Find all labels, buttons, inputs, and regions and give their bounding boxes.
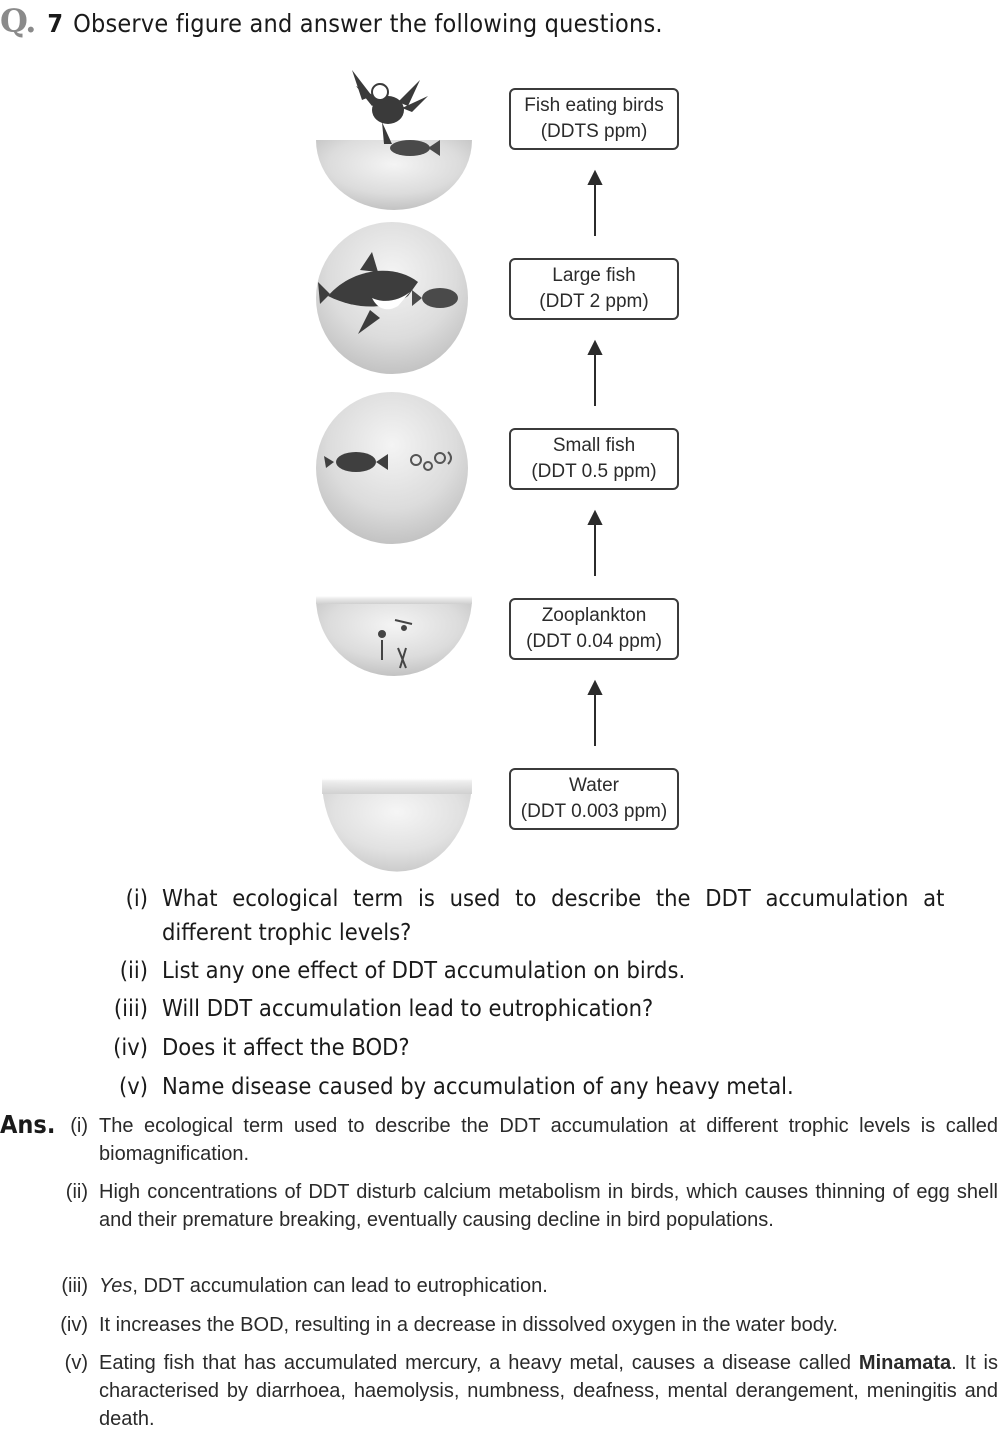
zooplankton-bowl bbox=[316, 596, 472, 676]
sub-question-text: What ecological term is used to describe… bbox=[162, 884, 998, 912]
answer-text: Eating fish that has accumulated mercury… bbox=[99, 1349, 998, 1433]
food-chain-illustration bbox=[316, 70, 603, 872]
answer-number: (i) bbox=[70, 1115, 88, 1137]
sub-question-number: (ii) bbox=[119, 956, 148, 984]
sub-question-number: (iii) bbox=[113, 994, 148, 1022]
sub-question-line: What ecological term is used to describe… bbox=[162, 884, 945, 912]
answer-text: The ecological term used to describe the… bbox=[99, 1115, 998, 1165]
answer-text: Yes, DDT accumulation can lead to eutrop… bbox=[99, 1272, 998, 1300]
bird-bowl bbox=[316, 70, 472, 210]
shark-icon bbox=[318, 252, 418, 334]
zooplankton-icon bbox=[378, 619, 413, 669]
zooplankton-cluster-icon bbox=[410, 451, 452, 471]
question-heading: Q. 7 Observe figure and answer the follo… bbox=[0, 2, 663, 42]
arrow-small-fish-to-large-fish bbox=[587, 339, 603, 406]
level-box-large-fish: Large fish (DDT 2 ppm) bbox=[509, 258, 679, 320]
answer-text-part-a: Eating fish that has accumulated mercury… bbox=[99, 1352, 859, 1374]
sub-question-text: List any one effect of DDT accumulation … bbox=[162, 956, 686, 984]
sub-question-text: Name disease caused by accumulation of a… bbox=[162, 1072, 794, 1100]
answer-label: Ans. bbox=[0, 1110, 56, 1139]
level-value: (DDT 0.5 ppm) bbox=[531, 461, 657, 482]
question-mark: Q. bbox=[0, 2, 36, 40]
sub-question-text: Does it affect the BOD? bbox=[162, 1033, 410, 1061]
small-prey-fish-icon bbox=[412, 288, 458, 308]
eagle-icon bbox=[352, 70, 428, 144]
question-number: 7 bbox=[47, 9, 64, 38]
disease-name: Minamata bbox=[858, 1352, 952, 1374]
answer-text: It increases the BOD, resulting in a dec… bbox=[99, 1314, 838, 1336]
level-name: Fish eating birds bbox=[524, 95, 664, 116]
food-chain-figure: Fish eating birds (DDTS ppm) Large fish … bbox=[316, 70, 679, 872]
level-box-zooplankton: Zooplankton (DDT 0.04 ppm) bbox=[509, 598, 679, 660]
level-box-water: Water (DDT 0.003 ppm) bbox=[509, 768, 679, 830]
level-name: Water bbox=[569, 775, 619, 796]
arrow-zooplankton-to-small-fish bbox=[587, 509, 603, 576]
answer-number: (iii) bbox=[61, 1275, 88, 1297]
level-name: Zooplankton bbox=[541, 605, 647, 626]
answer-text-part-b: . It is characterised by diarrhoea, haem… bbox=[99, 1352, 998, 1430]
answer-number: (ii) bbox=[65, 1181, 88, 1203]
water-bowl bbox=[322, 778, 472, 872]
level-name: Large fish bbox=[552, 265, 636, 286]
question-instruction: Observe figure and answer the following … bbox=[73, 9, 663, 38]
answer-number: (v) bbox=[64, 1352, 88, 1374]
level-box-birds: Fish eating birds (DDTS ppm) bbox=[509, 88, 679, 150]
small-fish-bowl bbox=[316, 392, 468, 544]
small-fish-icon bbox=[324, 452, 388, 472]
level-value: (DDT 0.003 ppm) bbox=[520, 801, 668, 822]
answer-lead-word: Yes bbox=[99, 1275, 133, 1297]
answer-text: High concentrations of DDT disturb calci… bbox=[99, 1181, 998, 1231]
sub-question-number: (iv) bbox=[113, 1033, 148, 1061]
level-value: (DDT 2 ppm) bbox=[539, 291, 649, 312]
sub-question-number: (i) bbox=[125, 884, 148, 912]
large-fish-bowl bbox=[316, 222, 468, 374]
caught-fish-icon bbox=[390, 140, 440, 156]
level-name: Small fish bbox=[552, 435, 636, 456]
level-box-small-fish: Small fish (DDT 0.5 ppm) bbox=[509, 428, 679, 490]
sub-question-line-2: different trophic levels? bbox=[162, 918, 412, 946]
arrow-water-to-zooplankton bbox=[587, 679, 603, 746]
answer-rest: , DDT accumulation can lead to eutrophic… bbox=[132, 1275, 548, 1297]
sub-question-number: (v) bbox=[118, 1072, 148, 1100]
arrow-large-fish-to-birds bbox=[587, 169, 603, 236]
sub-question-text: Will DDT accumulation lead to eutrophica… bbox=[162, 994, 654, 1022]
answer-number: (iv) bbox=[60, 1314, 88, 1336]
level-value: (DDT 0.04 ppm) bbox=[526, 631, 662, 652]
level-value: (DDTS ppm) bbox=[540, 121, 648, 142]
